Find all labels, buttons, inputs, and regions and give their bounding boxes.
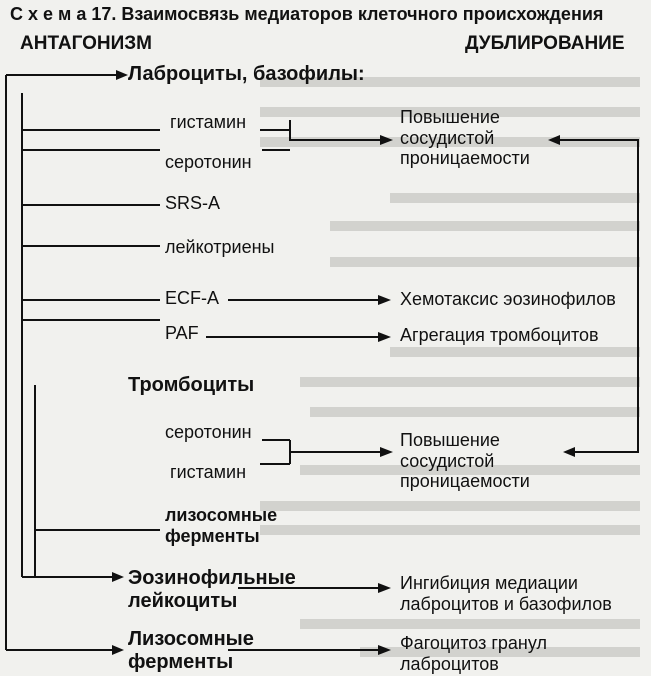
histamine-platelet-label: гистамин xyxy=(170,462,247,482)
lysosomal-group-line-1: Лизосомные xyxy=(128,628,254,650)
serotonin-platelet-label: серотонин xyxy=(165,422,252,442)
arrowhead-inhibition xyxy=(378,583,391,593)
mast-cells-group-label: Лаброциты, базофилы: xyxy=(128,63,365,85)
lysosomal-line-1: лизосомные xyxy=(165,505,278,525)
mediation-inhibition-effect: Ингибиция медиации лаброцитов и базофило… xyxy=(400,573,612,614)
permeability-2-line-2: сосудистой xyxy=(400,450,495,471)
permeability-effect-2: Повышение сосудистой проницаемости xyxy=(400,430,530,492)
ecf-a-label: ECF-A xyxy=(165,288,219,308)
eosinophil-chemotaxis-effect: Хемотаксис эозинофилов xyxy=(400,289,616,309)
arrowhead-permeability-2 xyxy=(380,447,393,457)
platelet-aggregation-effect: Агрегация тромбоцитов xyxy=(400,325,599,345)
phagocytosis-line-1: Фагоцитоз гранул xyxy=(400,633,547,653)
scheme-title-text: Взаимосвязь медиаторов клеточного происх… xyxy=(121,4,604,24)
arrowhead-duplication-bottom xyxy=(563,447,575,457)
serotonin-label: серотонин xyxy=(165,152,252,172)
scheme-title: С х е м а 17. Взаимосвязь медиаторов кле… xyxy=(10,4,603,25)
arrowhead-bottom-lysosomal xyxy=(112,645,124,655)
permeability-2-line-1: Повышение xyxy=(400,430,500,450)
arrowhead-mast-cells xyxy=(116,70,128,80)
inhibition-line-2: лаброцитов и базофилов xyxy=(400,593,612,614)
phagocytosis-line-2: лаброцитов xyxy=(400,653,499,674)
paf-label: PAF xyxy=(165,323,199,343)
permeability-1-line-1: Повышение xyxy=(400,107,500,127)
lysosomal-enzymes-group-label: Лизосомные ферменты xyxy=(128,628,254,674)
eosinophils-group-label: Эозинофильные лейкоциты xyxy=(128,567,296,613)
permeability-1-line-2: сосудистой xyxy=(400,127,495,148)
histamine-label: гистамин xyxy=(170,112,247,132)
permeability-effect-1: Повышение сосудистой проницаемости xyxy=(400,107,530,169)
granule-phagocytosis-effect: Фагоцитоз гранул лаброцитов xyxy=(400,633,547,674)
srs-a-label: SRS-A xyxy=(165,193,221,213)
platelets-group-label: Тромбоциты xyxy=(128,374,255,396)
scheme-number: С х е м а 17. xyxy=(10,4,117,24)
leukotrienes-label: лейкотриены xyxy=(165,237,275,257)
duplication-header: ДУБЛИРОВАНИЕ xyxy=(465,33,625,54)
lysosomal-group-line-2: ферменты xyxy=(128,651,234,673)
arrowhead-permeability-1 xyxy=(380,135,393,145)
arrowhead-aggregation xyxy=(378,332,391,342)
arrowhead-duplication-top xyxy=(548,135,560,145)
lysosomal-line-2: ферменты xyxy=(165,525,260,546)
antagonism-header: АНТАГОНИЗМ xyxy=(20,33,152,54)
permeability-2-line-3: проницаемости xyxy=(400,471,530,492)
arrowhead-phagocytosis xyxy=(378,645,391,655)
arrowhead-eosinophils xyxy=(112,572,124,582)
mast-join xyxy=(289,120,380,141)
duplication-bracket xyxy=(560,139,639,453)
arrowhead-chemotaxis xyxy=(378,295,391,305)
eosinophils-line-2: лейкоциты xyxy=(128,590,238,612)
permeability-1-line-3: проницаемости xyxy=(400,148,530,169)
lysosomal-enzymes-label: лизосомные ферменты xyxy=(165,505,277,546)
inhibition-line-1: Ингибиция медиации xyxy=(400,573,578,593)
eosinophils-line-1: Эозинофильные xyxy=(128,567,296,589)
